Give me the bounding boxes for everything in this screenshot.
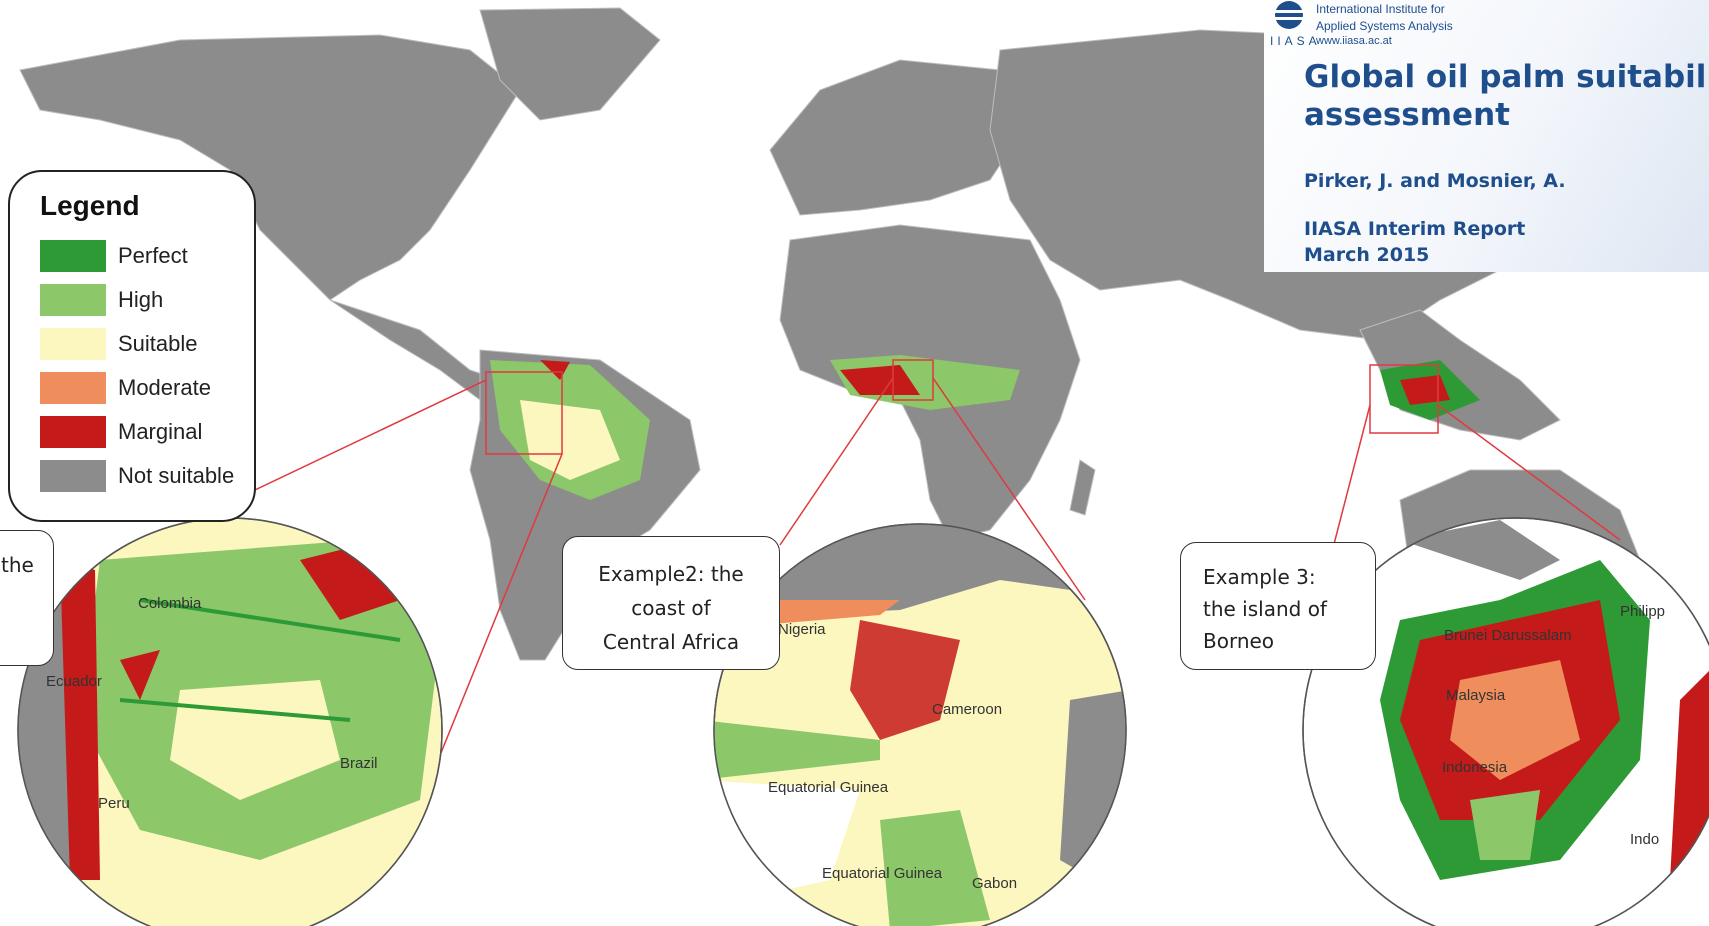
org-name-line2: Applied Systems Analysis	[1316, 19, 1453, 33]
legend-label: Not suitable	[118, 463, 235, 488]
zoom-line	[1437, 404, 1621, 541]
legend-item: Not suitable	[32, 454, 254, 498]
suitability-patches	[490, 355, 1480, 500]
label-indonesia: Indonesia	[1442, 759, 1508, 776]
legend-swatch	[40, 328, 106, 360]
label-indo-edge: Indo	[1630, 831, 1659, 848]
zoom-line	[779, 377, 894, 546]
label-equatorial-guinea-1: Equatorial Guinea	[768, 779, 889, 796]
callout-example-1: the	[0, 530, 54, 666]
label-malaysia: Malaysia	[1446, 687, 1506, 704]
legend-label: Marginal	[118, 419, 203, 444]
legend-label: High	[118, 287, 164, 312]
callout-example-2-line: coast of	[631, 596, 711, 620]
legend-item: High	[32, 278, 254, 322]
zoom-box-south-america	[485, 371, 563, 455]
greenland	[479, 7, 661, 121]
europe	[769, 59, 1031, 216]
legend-item: Moderate	[32, 366, 254, 410]
org-website: www.iiasa.ac.at	[1316, 35, 1392, 47]
label-equatorial-guinea-2: Equatorial Guinea	[822, 865, 943, 882]
legend-swatch	[40, 460, 106, 492]
label-cameroon: Cameroon	[932, 701, 1002, 718]
legend-label: Suitable	[118, 331, 198, 356]
org-initials: IIASA	[1270, 34, 1321, 48]
callout-example-1-text: the	[1, 553, 34, 577]
callout-example-3-line: Borneo	[1203, 629, 1275, 653]
zoom-line	[429, 453, 563, 781]
label-colombia: Colombia	[138, 595, 202, 612]
label-nigeria: Nigeria	[778, 621, 826, 638]
inset-south-america: Colombia Ecuador Brazil Peru	[17, 517, 443, 926]
label-peru: Peru	[98, 795, 130, 812]
legend-title: Legend	[40, 190, 140, 221]
callout-example-2: Example2: the coast of Central Africa	[562, 536, 780, 670]
legend-swatch	[40, 372, 106, 404]
legend-label: Moderate	[118, 375, 211, 400]
label-brazil: Brazil	[340, 755, 378, 772]
report-series-line2: March 2015	[1304, 244, 1430, 266]
zoom-line	[932, 377, 1086, 601]
callout-example-3-line: Example 3:	[1203, 565, 1316, 589]
report-header	[1264, 0, 1709, 272]
map-legend: Legend Perfect High Suitable Moderate Ma…	[8, 170, 256, 522]
zoom-line	[1332, 404, 1371, 549]
report-series-line1: IIASA Interim Report	[1304, 218, 1526, 240]
legend-label: Perfect	[118, 243, 188, 268]
legend-item: Marginal	[32, 410, 254, 454]
zoom-box-africa	[892, 359, 934, 401]
report-authors: Pirker, J. and Mosnier, A.	[1304, 170, 1566, 192]
report-title-line2: assessment	[1304, 97, 1510, 133]
report-title: Global oil palm suitabilit assessment	[1304, 58, 1709, 134]
callout-example-2-line: Example2: the	[598, 562, 744, 586]
label-brunei: Brunei Darussalam	[1444, 627, 1572, 644]
label-gabon: Gabon	[972, 875, 1017, 892]
legend-swatch	[40, 284, 106, 316]
north-america	[19, 34, 521, 301]
callout-example-3: Example 3: the island of Borneo	[1180, 542, 1376, 670]
report-series: IIASA Interim Report March 2015	[1304, 216, 1525, 268]
zoom-box-borneo	[1369, 364, 1439, 434]
label-ecuador: Ecuador	[46, 673, 102, 690]
callout-example-3-line: the island of	[1203, 597, 1327, 621]
inset-borneo: Philipp Brunei Darussalam Malaysia Indon…	[1302, 517, 1709, 926]
org-name-line1: International Institute for	[1316, 2, 1445, 16]
iiasa-logo-icon	[1275, 1, 1303, 29]
callout-example-2-line: Central Africa	[602, 630, 740, 654]
legend-item: Suitable	[32, 322, 254, 366]
label-philippines: Philipp	[1620, 603, 1665, 620]
legend-swatch	[40, 240, 106, 272]
legend-item: Perfect	[32, 234, 254, 278]
madagascar	[1069, 459, 1096, 516]
legend-swatch	[40, 416, 106, 448]
report-title-line1: Global oil palm suitabilit	[1304, 59, 1709, 95]
